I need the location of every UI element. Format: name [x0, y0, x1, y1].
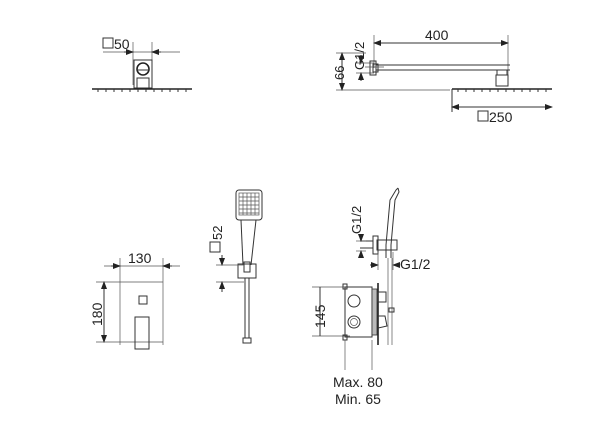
square-symbol-icon — [209, 241, 221, 253]
dim-outlet-thread: G1/2 — [400, 256, 431, 272]
square-symbol-icon — [102, 37, 114, 49]
dim-height-offset: 66 — [332, 66, 347, 80]
square-symbol-icon — [477, 110, 489, 122]
dim-arm-width: 50 — [114, 36, 130, 52]
depth-max: Max. 80 — [333, 374, 383, 390]
hand-shower-view: 52 — [209, 189, 263, 344]
dim-inlet-thread: G1/2 — [349, 206, 364, 234]
dim-plate-width: 130 — [128, 250, 152, 266]
shower-head-side-view: 50 — [92, 36, 192, 92]
dim-thread-arm: G1/2 — [352, 42, 367, 70]
depth-min: Min. 65 — [335, 391, 381, 407]
dim-plate-height: 180 — [89, 302, 105, 326]
dim-holder-size: 52 — [210, 226, 225, 240]
dim-arm-length: 400 — [425, 27, 449, 43]
dim-box-height: 145 — [312, 304, 328, 328]
dim-head-size: 250 — [489, 109, 513, 125]
mixer-side-view: G1/2 G1/2 145 Max. 80 Min. 65 — [312, 187, 431, 407]
shower-arm-side-view: 400 G1/2 66 — [332, 27, 553, 125]
cover-plate-front-view: 130 180 — [89, 250, 180, 350]
